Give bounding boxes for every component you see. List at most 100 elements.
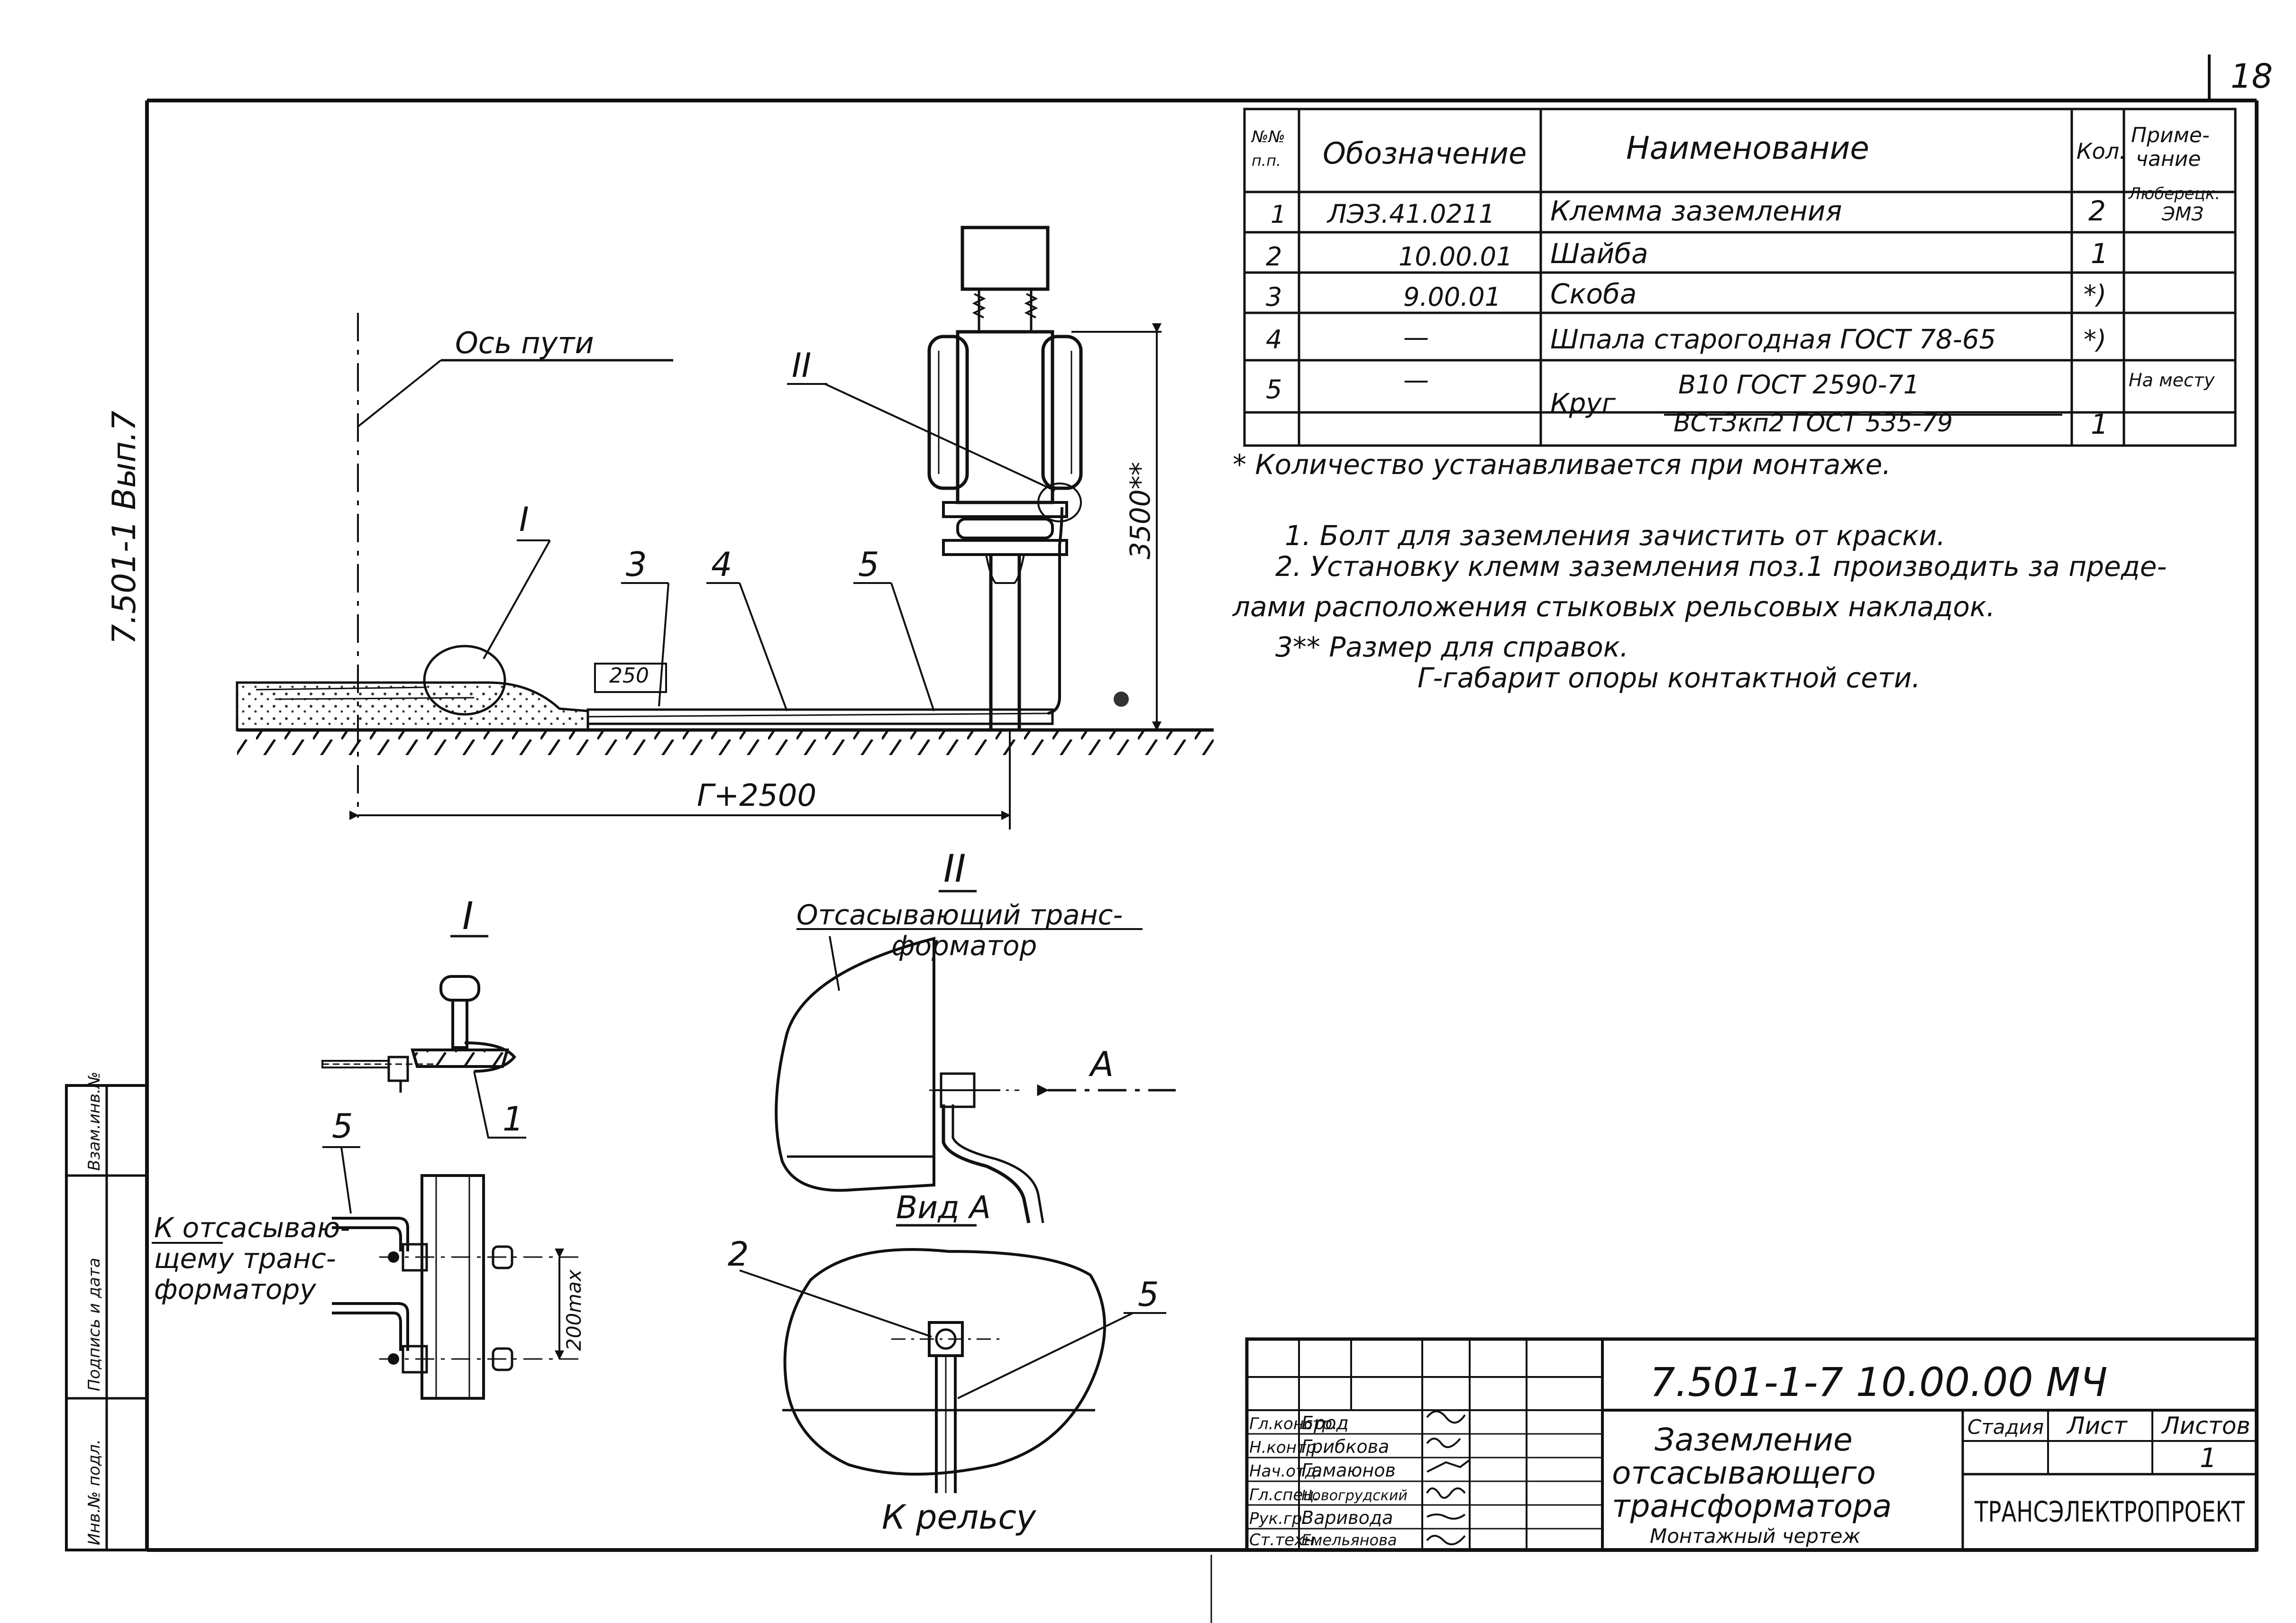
role-1: Гл.констр. bbox=[1249, 1414, 1337, 1433]
note-1: 1. Болт для заземления зачистить от крас… bbox=[1285, 520, 1945, 552]
row4-qty: *) bbox=[2084, 325, 2106, 355]
detail-I-callout-5: 5 bbox=[332, 1107, 353, 1146]
detail-I-label-3: форматору bbox=[154, 1273, 316, 1305]
role-6: Ст.техн. bbox=[1249, 1531, 1319, 1550]
header-designation: Обозначение bbox=[1323, 136, 1527, 171]
callout-4: 4 bbox=[711, 545, 732, 584]
detail-I-callout-1: 1 bbox=[503, 1100, 524, 1139]
detail-II-transformer-2: форматор bbox=[891, 930, 1037, 962]
name-4: Новогрудский bbox=[1301, 1487, 1408, 1504]
row4-name: Шпала старогодная ГОСТ 78-65 bbox=[1550, 324, 1996, 355]
strip-label-3: Взам.инв.№ bbox=[85, 1072, 104, 1171]
detail-I-title: I bbox=[462, 894, 474, 938]
spec-table-header: №№ п.п. Обозначение Наименование Кол. Пр… bbox=[1251, 123, 2210, 171]
note-2: 2. Установку клемм заземления поз.1 прои… bbox=[1275, 550, 2167, 583]
detail-II-transformer-1: Отсасывающий транс- bbox=[796, 899, 1123, 931]
row5-name-top: В10 ГОСТ 2590-71 bbox=[1678, 370, 1920, 400]
name-5: Варивода bbox=[1301, 1507, 1393, 1528]
main-view bbox=[236, 226, 1214, 830]
dim-height: 3500** bbox=[1124, 462, 1156, 559]
stage-label: Стадия bbox=[1967, 1415, 2044, 1439]
row3-name: Скоба bbox=[1550, 278, 1637, 310]
row1-designation: ЛЭЗ.41.0211 bbox=[1326, 199, 1495, 229]
header-qty: Кол. bbox=[2076, 138, 2126, 164]
header-note-2: чание bbox=[2136, 147, 2201, 171]
strip-label-2: Подпись и дата bbox=[85, 1258, 104, 1391]
row1-num: 1 bbox=[1271, 201, 1286, 229]
title-block-text: 7.501-1-7 10.00.00 МЧ Заземление отсасыв… bbox=[1249, 1359, 2250, 1550]
row4-designation: — bbox=[1403, 322, 1429, 352]
sheets-label: Листов bbox=[2161, 1412, 2250, 1440]
row5-name-bottom: ВСт3кп2 ГОСТ 535-79 bbox=[1674, 409, 1953, 438]
header-num-2: п.п. bbox=[1252, 152, 1281, 170]
title-block bbox=[1245, 1337, 2259, 1552]
row5-name: Круг bbox=[1550, 388, 1616, 419]
view-A-title: Вид А bbox=[896, 1189, 991, 1226]
role-2: Н.контр. bbox=[1249, 1438, 1321, 1457]
doc-code: 7.501-1-7 10.00.00 МЧ bbox=[1650, 1359, 2108, 1405]
sheet-frame bbox=[145, 55, 2259, 1552]
header-note-1: Приме- bbox=[2131, 123, 2210, 147]
row3-num: 3 bbox=[1266, 282, 1282, 312]
row4-num: 4 bbox=[1266, 325, 1282, 355]
callout-5: 5 bbox=[858, 545, 879, 584]
row3-designation: 9.00.01 bbox=[1403, 282, 1501, 312]
detail-I bbox=[152, 935, 583, 1400]
role-3: Нач.отд. bbox=[1249, 1462, 1321, 1481]
header-name: Наименование bbox=[1626, 130, 1869, 166]
note-asterisk: * Количество устанавливается при монтаже… bbox=[1233, 448, 1891, 481]
dim-250: 250 bbox=[609, 664, 649, 688]
spec-table-rows: 1 ЛЭЗ.41.0211 Клемма заземления 2 Любере… bbox=[1266, 184, 2220, 440]
row2-designation: 10.00.01 bbox=[1399, 242, 1512, 272]
header-num-1: №№ bbox=[1251, 128, 1285, 146]
doc-title-1: Заземление bbox=[1655, 1422, 1853, 1458]
detail-II-to-rail: К рельсу bbox=[882, 1498, 1037, 1537]
row2-name: Шайба bbox=[1550, 237, 1648, 270]
row5-num: 5 bbox=[1266, 374, 1282, 404]
row1-name: Клемма заземления bbox=[1550, 195, 1842, 227]
row2-qty: 1 bbox=[2091, 237, 2108, 270]
row3-qty: *) bbox=[2084, 280, 2106, 310]
sheets-value: 1 bbox=[2200, 1443, 2217, 1474]
doc-title-2: отсасывающего bbox=[1612, 1455, 1876, 1491]
detail-II-callout-5: 5 bbox=[1138, 1275, 1159, 1314]
name-2: Грибкова bbox=[1301, 1436, 1389, 1457]
role-5: Рук.гр. bbox=[1249, 1509, 1307, 1528]
strip-label-1: Инв.№ подл. bbox=[85, 1439, 104, 1545]
detail-II-title: II bbox=[943, 847, 966, 891]
row1-qty: 2 bbox=[2088, 195, 2106, 227]
axis-label: Ось пути bbox=[455, 326, 594, 360]
sheet-label: Лист bbox=[2066, 1412, 2128, 1440]
role-4: Гл.спец. bbox=[1249, 1486, 1319, 1504]
note-2b: лами расположения стыковых рельсовых нак… bbox=[1232, 591, 1995, 623]
name-6: Емельянова bbox=[1301, 1531, 1397, 1549]
organization: ТРАНСЭЛЕКТРОПРОЕКТ bbox=[1974, 1495, 2245, 1529]
row1-note-2: ЭМЗ bbox=[2161, 203, 2204, 225]
row2-num: 2 bbox=[1266, 242, 1282, 272]
detail-II-callout-2: 2 bbox=[728, 1235, 749, 1274]
callout-II: II bbox=[792, 346, 811, 385]
spec-table bbox=[1243, 108, 2237, 447]
name-1: Брод bbox=[1301, 1413, 1349, 1433]
left-strip bbox=[65, 1084, 148, 1551]
view-arrow-label: А bbox=[1089, 1044, 1114, 1084]
row5-note: На месту bbox=[2129, 370, 2215, 391]
signatures bbox=[1426, 1410, 1471, 1545]
side-stamp: 7.501-1 Вып.7 bbox=[106, 410, 143, 645]
dim-width: Г+2500 bbox=[697, 778, 816, 813]
row5-designation: — bbox=[1403, 365, 1429, 395]
notes: * Количество устанавливается при монтаже… bbox=[1232, 448, 2167, 694]
detail-I-label-1: К отсасываю- bbox=[154, 1212, 350, 1244]
name-3: Гамаюнов bbox=[1301, 1460, 1396, 1481]
detail-I-label-2: щему транс- bbox=[154, 1242, 336, 1275]
note-4: Г-габарит опоры контактной сети. bbox=[1418, 662, 1921, 694]
doc-subtitle: Монтажный чертеж bbox=[1650, 1524, 1860, 1548]
detail-I-dim: 200max bbox=[562, 1269, 585, 1351]
row5-qty: 1 bbox=[2091, 408, 2108, 440]
callout-3: 3 bbox=[626, 545, 647, 584]
doc-title-3: трансформатора bbox=[1612, 1488, 1892, 1524]
page-number: 18 bbox=[2231, 57, 2273, 96]
callout-I: I bbox=[519, 500, 529, 539]
detail-II bbox=[739, 890, 1176, 1493]
